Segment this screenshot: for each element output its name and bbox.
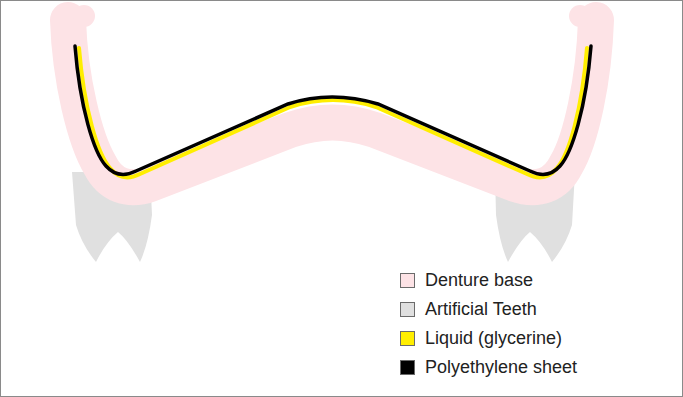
legend: Denture baseArtificial TeethLiquid (glyc… — [400, 266, 577, 382]
denture-base-flange — [569, 5, 591, 27]
legend-entry: Polyethylene sheet — [400, 353, 577, 382]
legend-label: Artificial Teeth — [425, 299, 537, 320]
legend-swatch — [400, 331, 415, 346]
denture-base — [68, 20, 596, 187]
legend-swatch — [400, 273, 415, 288]
legend-label: Liquid (glycerine) — [425, 328, 562, 349]
legend-label: Denture base — [425, 270, 533, 291]
legend-swatch — [400, 360, 415, 375]
legend-label: Polyethylene sheet — [425, 357, 577, 378]
legend-entry: Liquid (glycerine) — [400, 324, 577, 353]
legend-entry: Artificial Teeth — [400, 295, 577, 324]
denture-base-flange — [73, 5, 95, 27]
legend-entry: Denture base — [400, 266, 577, 295]
legend-swatch — [400, 302, 415, 317]
polyethylene-sheet — [75, 46, 591, 174]
liquid-layer — [79, 48, 587, 177]
